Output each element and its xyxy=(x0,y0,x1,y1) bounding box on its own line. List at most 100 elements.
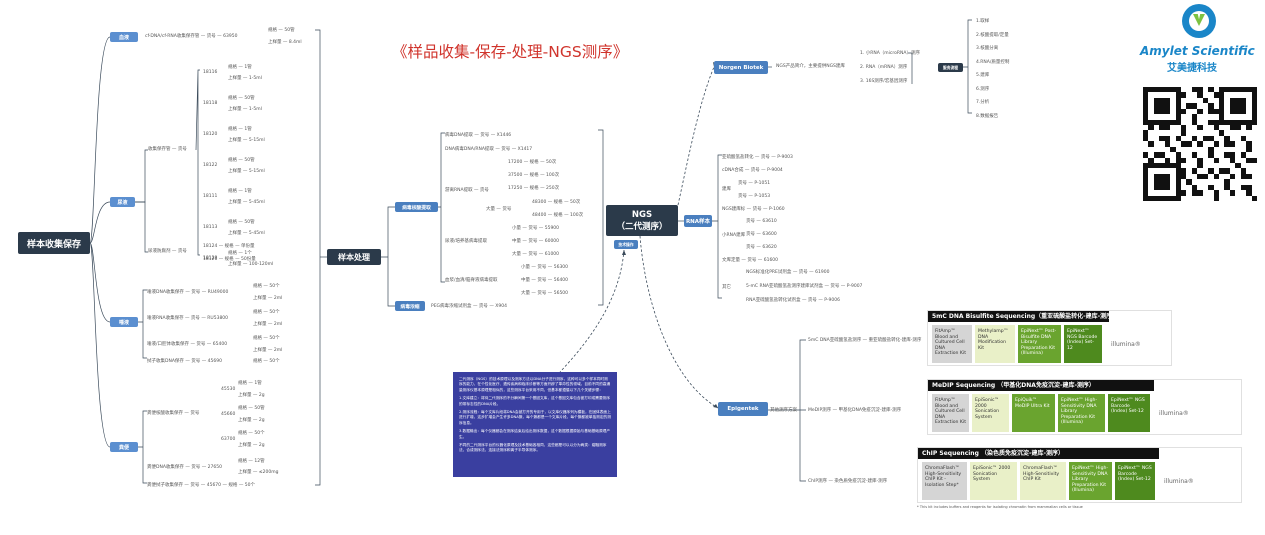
sequencing-card: ChIP Sequencing （染色质免疫沉淀-建库-测序） ChromaFla… xyxy=(917,447,1242,503)
urine-spec: 规格 — 1管 xyxy=(228,127,252,132)
kit-item[interactable]: EpiNext™ High-Sensitivity DNA Library Pr… xyxy=(1058,394,1105,432)
urine-spec: 规格 — 50管 xyxy=(228,220,255,225)
code-value: X904 xyxy=(495,304,507,309)
rna-code: 货号 — P-1053 xyxy=(738,194,771,199)
urine-spec: 上样量 — 5-15ml xyxy=(228,169,265,174)
ngs-tag[interactable]: 技术操作 xyxy=(614,240,638,249)
blood-item: cf-DNA/cf-RNA收集保存管 xyxy=(145,34,200,39)
kit-item[interactable]: EpiSonic™ 2000 Sonication System xyxy=(970,462,1017,500)
root-node[interactable]: 样本收集保存 xyxy=(18,232,90,254)
kit-item[interactable]: FitAmp™ Blood and Cultured Cell DNA Extr… xyxy=(932,394,969,432)
flow-step: 6.测序 xyxy=(976,86,990,92)
card-title: ChIP Sequencing （染色质免疫沉淀-建库-测序） xyxy=(918,448,1159,459)
urine-spec: 上样量 — 100-120ml xyxy=(228,262,274,267)
norgen-item: 2. RNA（mRNA）测序 xyxy=(860,65,908,70)
norgen-item: 3. 16S测序/宏基因测序 xyxy=(860,79,908,84)
feces-spec: 上样量 — 2g xyxy=(238,418,265,423)
rna-code: 货号 — 63600 xyxy=(746,232,777,237)
node-rna-sample[interactable]: RNA样本 xyxy=(684,215,712,227)
node-ngs[interactable]: NGS （二代测序） xyxy=(606,205,678,236)
viral-code: 大量 — 货号 — 56500 xyxy=(521,291,569,296)
note-paragraph: 2.测序流程：每个文库片段将DNA会被打开的专用于，以文库仪器序列为模板，在固体… xyxy=(459,410,611,425)
card-footnote: * This kit includes buffers and reagents… xyxy=(917,505,1083,509)
feces-item: 粪便核酸收集保存 — 货号 xyxy=(147,411,200,416)
card-title: 5mC DNA Bisulfite Sequencing（重亚硫酸盐转化-建库-… xyxy=(928,311,1118,322)
feces-code: 45660 xyxy=(221,412,236,417)
viral-item: 游离RNA提取 — 货号 xyxy=(445,188,489,193)
urine-spec: 上样量 — 1-5ml xyxy=(228,107,262,112)
kit-item[interactable]: EpiQuik™ MeDIP Ultra Kit xyxy=(1012,394,1055,432)
rna-code: RNA亚硫酸氢盐转化试剂盒 — 货号 — P-9006 xyxy=(746,298,840,303)
node-viral-enrich[interactable]: 病毒浓缩 xyxy=(395,301,425,311)
card-title: MeDIP Sequencing （甲基化DNA免疫沉淀-建库-测序） xyxy=(928,380,1154,391)
rna-item: 其它 xyxy=(722,285,731,290)
urine-spec: 规格 — 1管 xyxy=(228,65,252,70)
sequencing-card: MeDIP Sequencing （甲基化DNA免疫沉淀-建库-测序） FitAm… xyxy=(927,379,1242,435)
kit-item[interactable]: EpiNext™ NGS Barcode (Index) Set-12 xyxy=(1064,325,1102,363)
saliva-spec: 规格 — 50个 xyxy=(253,284,280,289)
flow-step: 4.RNA/质量控制 xyxy=(976,59,1010,65)
viral-item: 尿液/培养基病毒提取 xyxy=(445,239,488,244)
kit-item[interactable]: Methylamp™ DNA Modification Kit xyxy=(975,325,1015,363)
saliva-spec: 上样量 — 2ml xyxy=(253,348,283,353)
flow-step: 7.分析 xyxy=(976,100,990,105)
feces-spec: 上样量 — 2g xyxy=(238,393,265,398)
norgen-item: 1. 小RNA（microRNA）测序 xyxy=(860,51,920,56)
brand-name: Amylet Scientific xyxy=(1140,44,1255,58)
norgen-desc: NGS产品简介，主要提供NGS建库 xyxy=(776,64,845,69)
kit-item[interactable]: EpiNext™ Post-Bisulfite DNA Library Prep… xyxy=(1018,325,1061,363)
node-urine[interactable]: 尿液 xyxy=(110,197,135,207)
viral-code: 小量 — 货号 — 56300 xyxy=(521,265,569,270)
node-blood[interactable]: 血液 xyxy=(110,32,138,42)
urine-spec: 规格 — 50管 xyxy=(228,158,255,163)
feces-spec: 上样量 — 2g xyxy=(238,443,265,448)
rna-code: 货号 — 63620 xyxy=(746,245,777,250)
kit-item[interactable]: EpiNext™ NGS Barcode (Index) Set-12 xyxy=(1115,462,1155,500)
saliva-spec: 规格 — 50个 xyxy=(253,336,280,341)
page-title: 《样品收集-保存-处理-NGS测序》 xyxy=(392,43,629,61)
kit-item[interactable]: FitAmp™ Blood and Cultured Cell DNA Extr… xyxy=(932,325,972,363)
saliva-item: 唾液RNA收集保存 — 货号 — RU53800 xyxy=(147,316,229,321)
flow-step: 2.核酸提取/定量 xyxy=(976,32,1009,38)
rna-code: 5-mC RNA亚硫酸氢盐测序建库试剂盒 — 货号 — P-9007 xyxy=(746,284,863,289)
code-label: 货号 xyxy=(478,304,488,309)
node-norgen[interactable]: Norgen Biotek xyxy=(714,61,768,74)
saliva-spec: 上样量 — 2ml xyxy=(253,296,283,301)
viral-code: 小量 — 货号 — 55900 xyxy=(512,226,560,231)
urine-spec: 规格 — 1管 xyxy=(228,189,252,194)
saliva-spec: 规格 — 50个 xyxy=(253,310,280,315)
feces-code: 45530 xyxy=(221,387,236,392)
viral-item: 病毒DNA提取 — 货号 — X1446 xyxy=(445,133,512,138)
norgen-flow[interactable]: 服务流程 xyxy=(938,63,963,72)
rna-item: NGS建库标 — 货号 — P-1060 xyxy=(722,207,785,212)
flow-step: 1.取样 xyxy=(976,19,990,24)
code-label: 货号 xyxy=(177,249,187,254)
kit-item[interactable]: EpiNext™ High-Sensitivity DNA Library Pr… xyxy=(1069,462,1112,500)
urine-group-collect: 收集保存管 xyxy=(148,147,171,152)
node-processing[interactable]: 样本处理 xyxy=(327,249,381,265)
kit-item[interactable]: EpiNext™ NGS Barcode (Index) Set-12 xyxy=(1108,394,1150,432)
rna-item: 文库定量 — 货号 — 61600 xyxy=(722,258,779,263)
code-label: 货号 xyxy=(206,34,216,39)
saliva-spec: 规格 — 50个 xyxy=(253,359,280,364)
kit-item[interactable]: EpiSonic™ 2000 Sonication System xyxy=(972,394,1009,432)
saliva-item: 拭子收集DNA保存 — 货号 — 45690 xyxy=(147,359,222,364)
feces-code: 63700 xyxy=(221,437,236,442)
urine-code: 18122 xyxy=(203,163,218,168)
brand-name-cn: 艾美捷科技 xyxy=(1167,63,1217,74)
viral-item: 血浆/血清/脑脊液病毒提取 xyxy=(445,278,498,283)
urine-spec: 上样量 — 1-5ml xyxy=(228,76,262,81)
urine-code: 18111 xyxy=(203,194,218,199)
node-epigentek[interactable]: Epigentek xyxy=(718,402,768,416)
feces-spec: 规格 — 50管 xyxy=(238,406,265,411)
qr-code-icon xyxy=(1143,87,1257,201)
kit-item[interactable]: ChromaFlash™ High-Sensitivity ChIP Kit -… xyxy=(922,462,967,500)
node-feces[interactable]: 粪便 xyxy=(110,442,138,452)
illumina-logo: illumina® xyxy=(1164,478,1194,485)
node-saliva[interactable]: 唾液 xyxy=(110,317,138,327)
kit-item[interactable]: ChromaFlash™ High-Sensitivity ChIP Kit xyxy=(1020,462,1066,500)
node-viral-extraction[interactable]: 病毒核酸提取 xyxy=(395,202,438,212)
spec-key: 上样量 xyxy=(268,40,282,45)
rna-item: 建库 xyxy=(722,187,731,192)
flow-step: 5.建库 xyxy=(976,73,990,78)
